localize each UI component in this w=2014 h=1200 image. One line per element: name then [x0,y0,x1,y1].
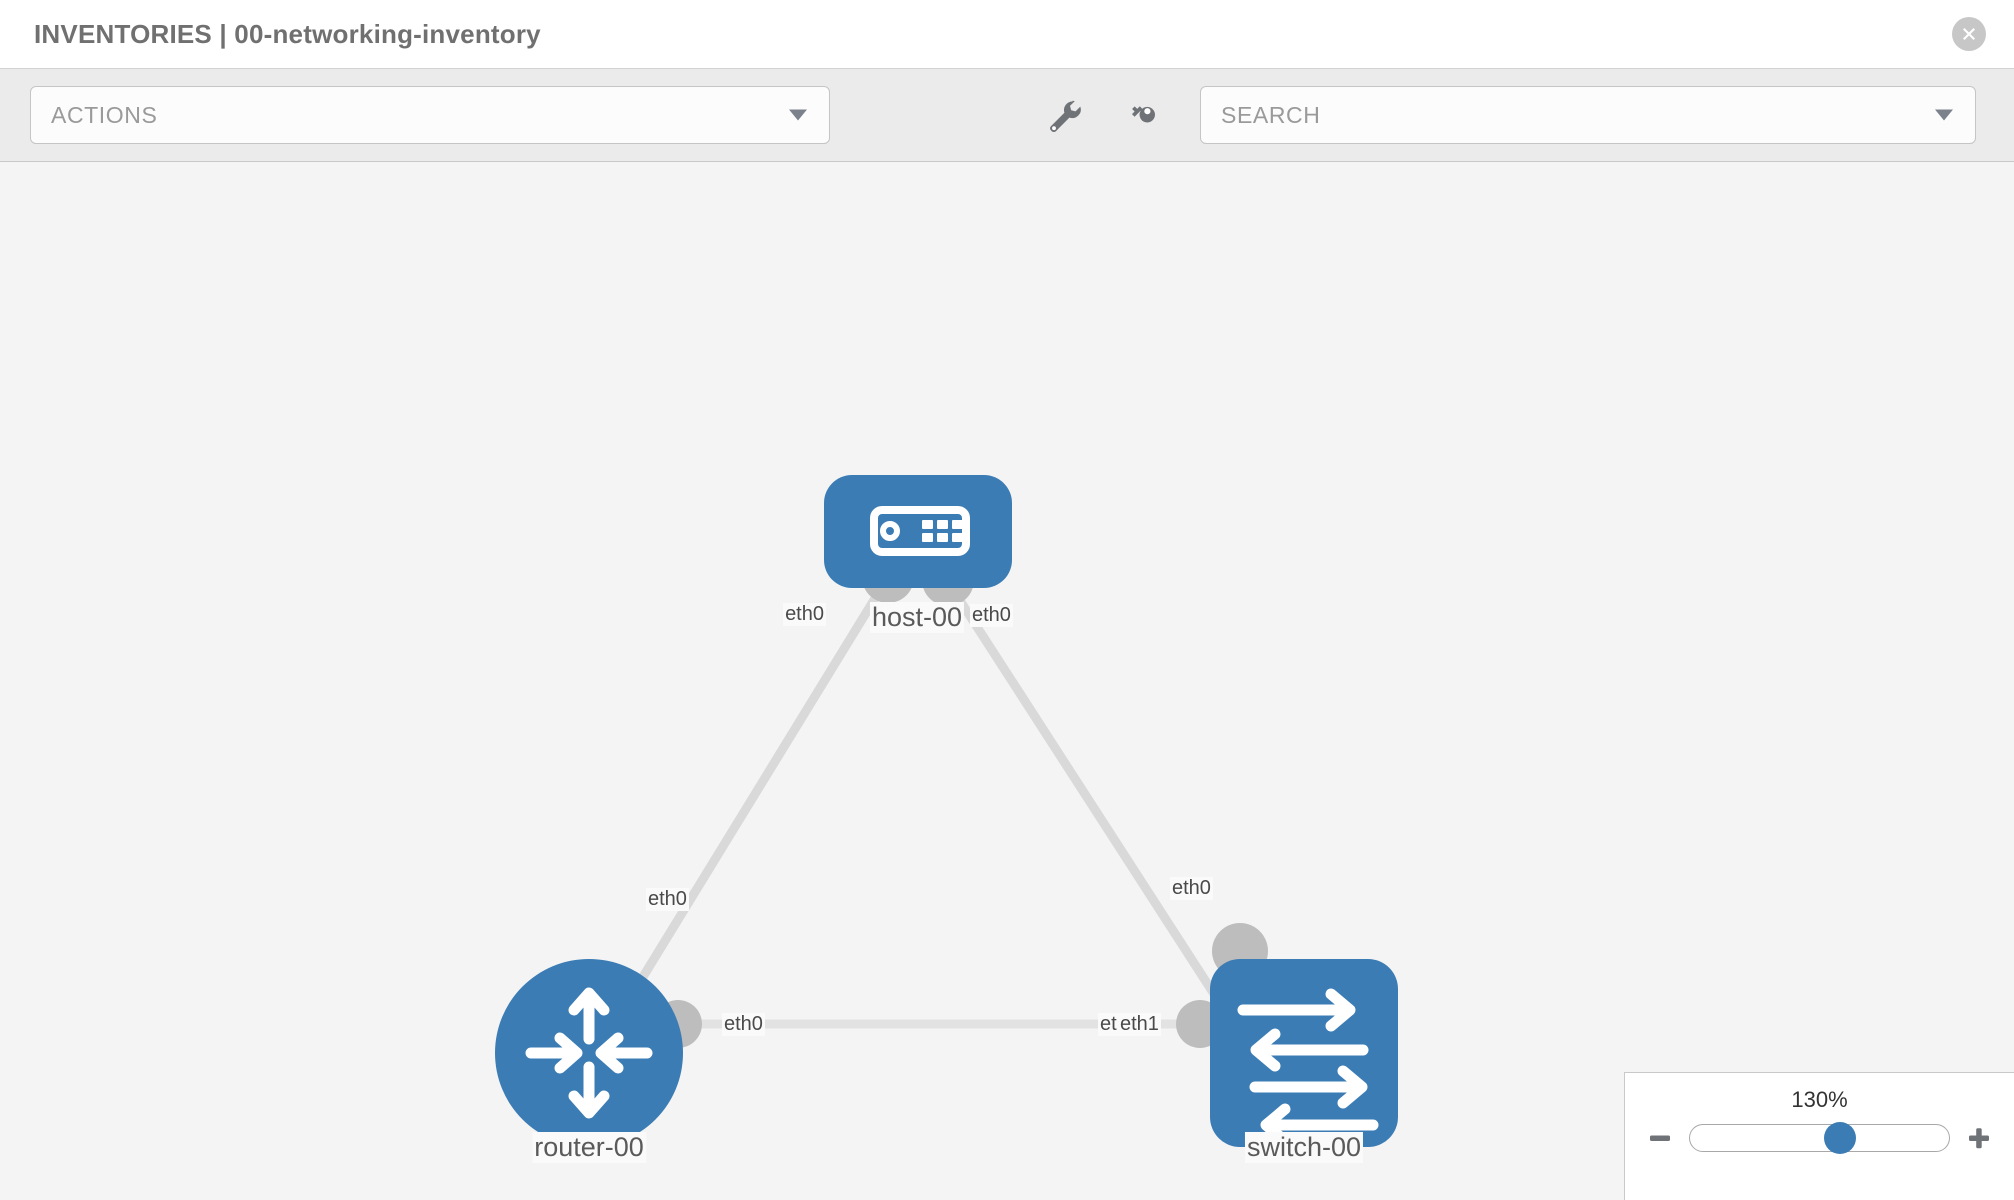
minus-icon[interactable] [1645,1123,1675,1153]
node-label-router: router-00 [532,1132,646,1163]
key-icon[interactable] [1120,92,1166,138]
node-label-switch: switch-00 [1244,1132,1364,1163]
iface-label: eth0 [783,603,826,626]
zoom-level-value: 130% [1791,1087,1848,1112]
zoom-control-panel: 130% [1624,1072,2014,1200]
iface-label: eth0 [1170,877,1213,900]
topology-graph [495,475,1398,1147]
actions-dropdown-label: ACTIONS [51,101,158,128]
server-icon [870,506,970,556]
edge-host-switch [944,579,1249,1045]
plus-icon[interactable] [1964,1123,1994,1153]
topology-canvas[interactable]: host-00 router-00 switch-00 eth0 eth0 et… [0,162,2014,1200]
zoom-slider-thumb[interactable] [1824,1122,1857,1154]
search-placeholder: SEARCH [1221,101,1321,128]
title-bar: INVENTORIES | 00-networking-inventory [0,0,2014,68]
iface-label: eth0 [970,604,1013,627]
node-switch-00 [1210,959,1398,1147]
node-host-00 [824,475,1012,588]
zoom-slider-row [1625,1122,2014,1154]
chevron-down-icon [789,109,807,121]
zoom-slider[interactable] [1689,1122,1950,1154]
edge-router-host [596,579,889,1050]
iface-label: eth0 [646,888,689,911]
node-router-00 [495,959,683,1147]
iface-label: eth1 [1118,1013,1161,1036]
node-label-host: host-00 [869,602,965,633]
toolbar-icon-group [1040,92,1166,138]
search-input[interactable]: SEARCH [1200,86,1976,144]
topology-edges [596,579,1249,1050]
page-title: INVENTORIES | 00-networking-inventory [34,18,541,49]
close-icon[interactable] [1952,17,1986,51]
iface-label: eth0 [722,1013,765,1036]
chevron-down-icon[interactable] [1935,109,1953,121]
toolbar: ACTIONS [0,68,2014,162]
actions-dropdown[interactable]: ACTIONS [30,86,830,144]
wrench-icon[interactable] [1040,92,1086,138]
router-arrows-icon [525,987,653,1119]
